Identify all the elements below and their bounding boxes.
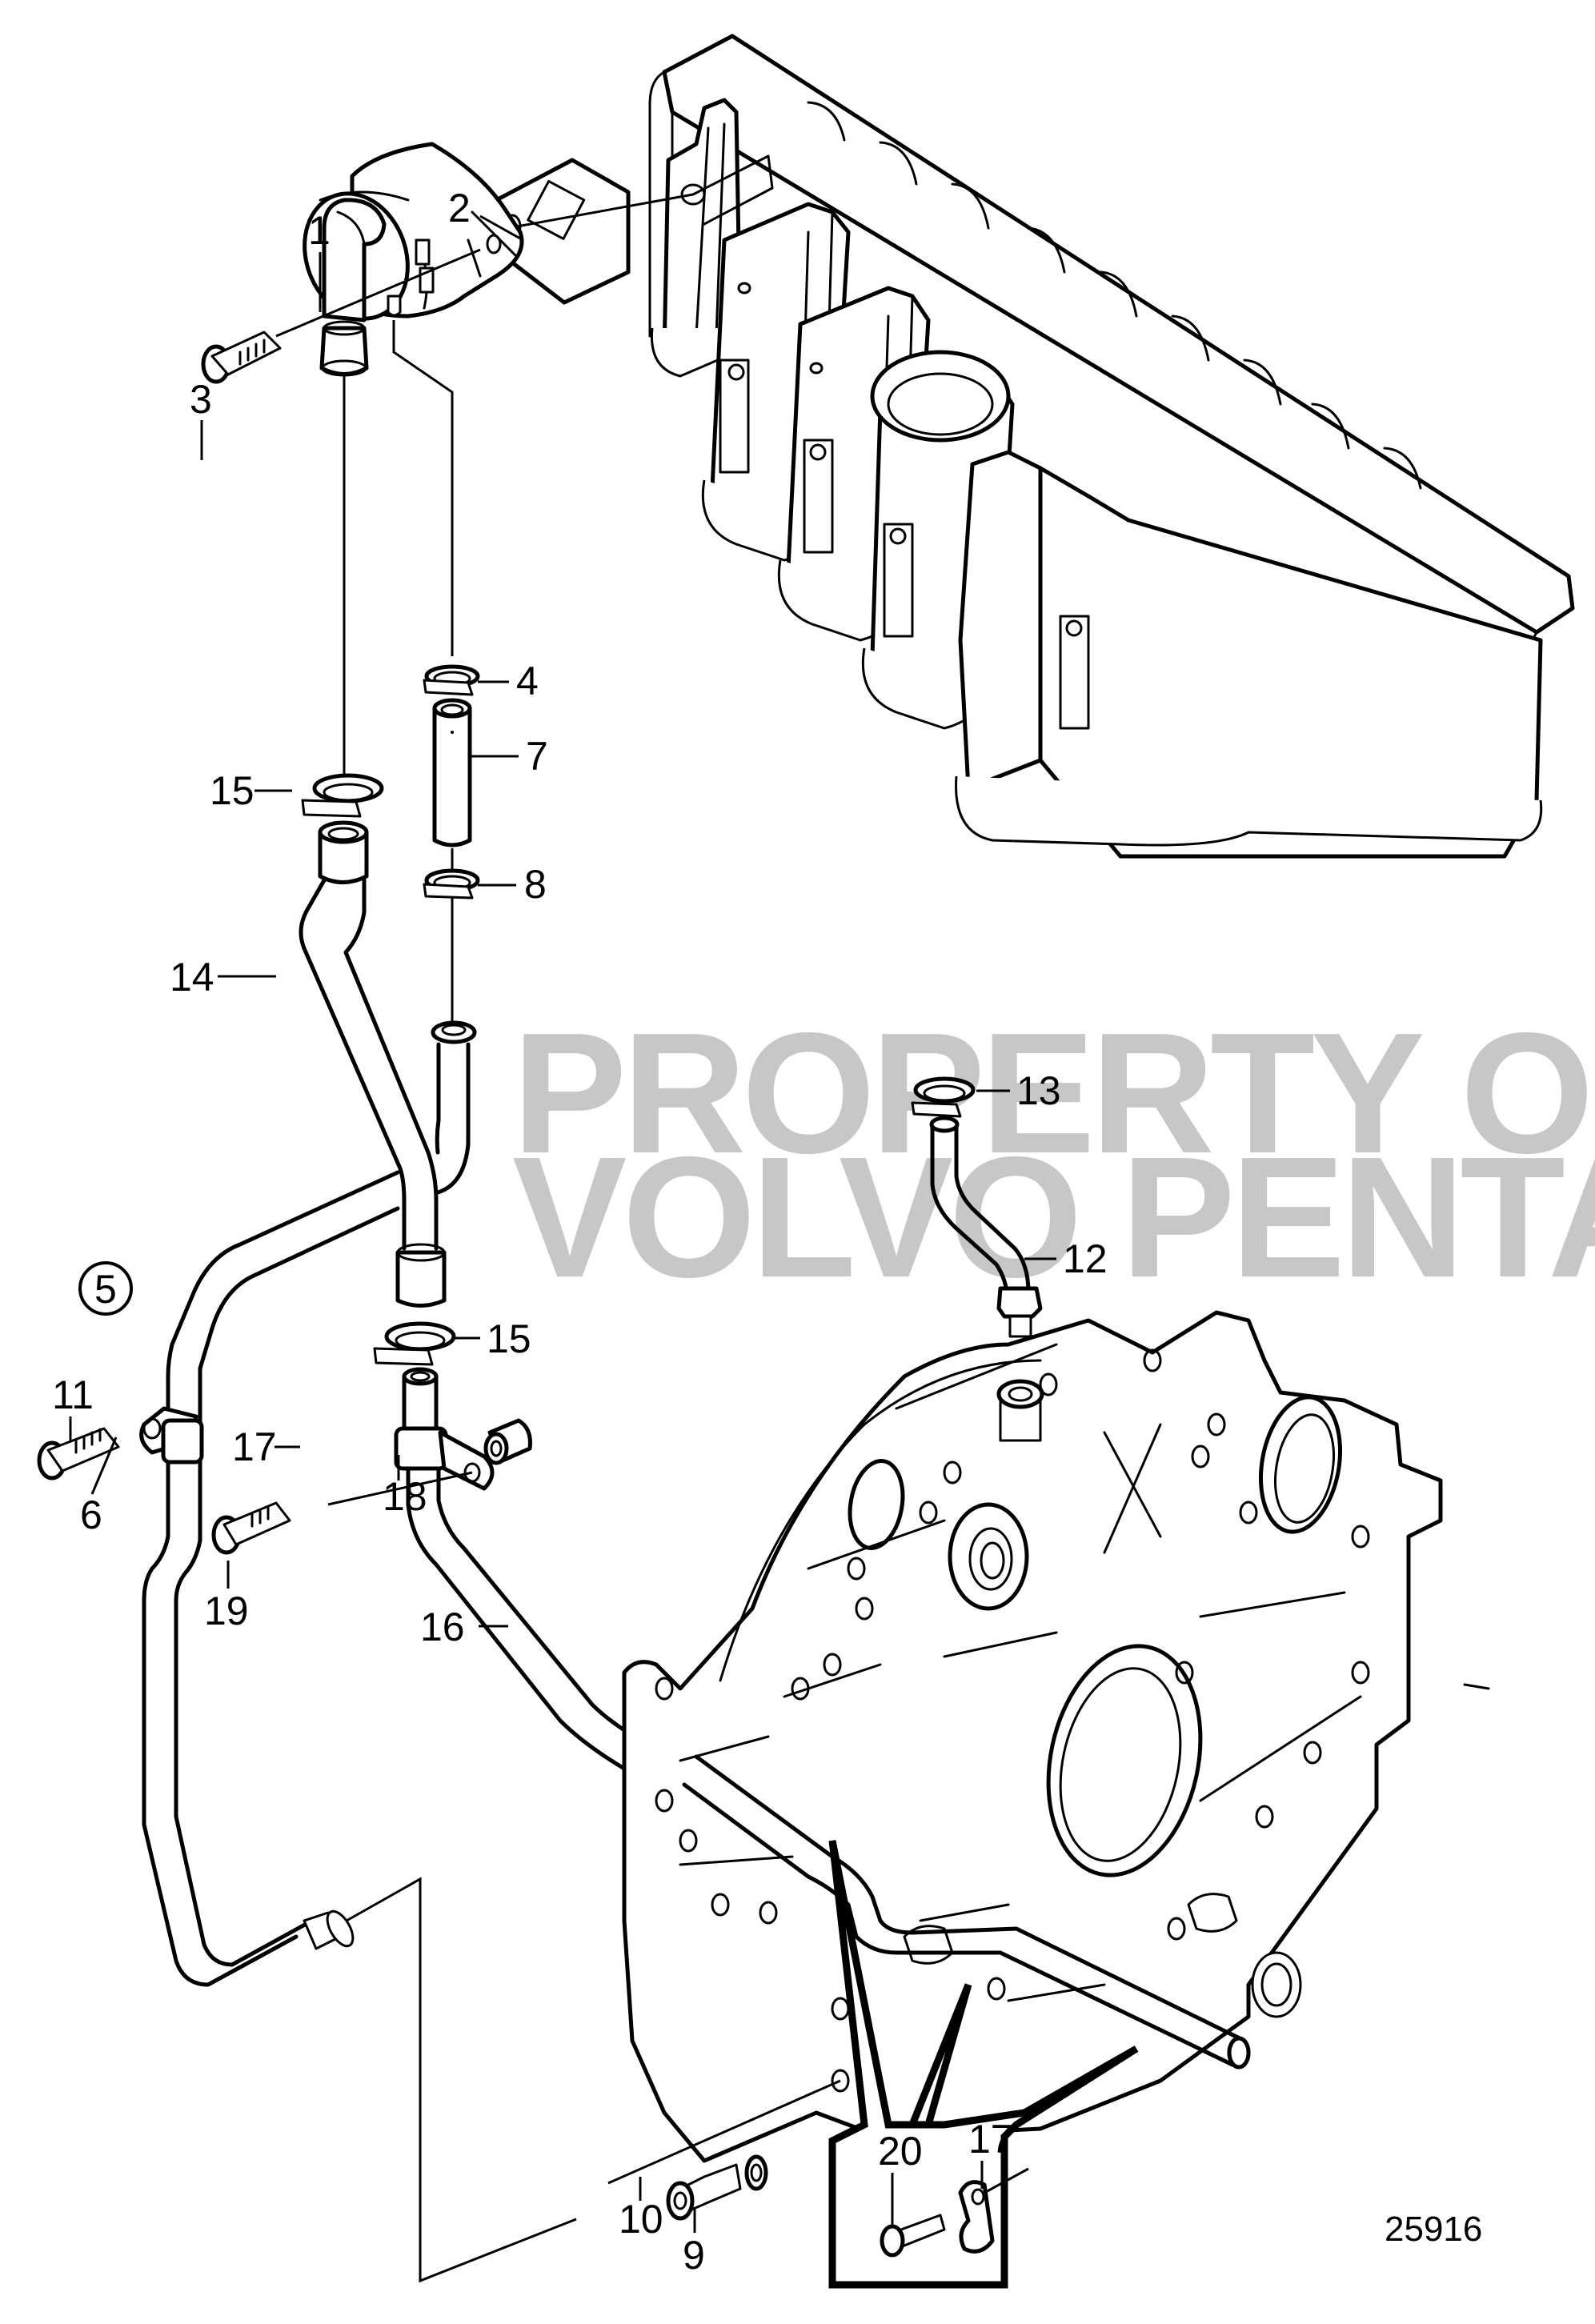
hose-clamp-8 [423, 868, 480, 900]
hose-14 [299, 820, 477, 1308]
group-callout-number: 5 [94, 1267, 117, 1312]
hose-clamp-15-lower [373, 1321, 456, 1366]
callout-9: 9 [683, 2233, 705, 2278]
callout-leaders [69, 214, 1056, 2233]
callout-12: 12 [1063, 1236, 1108, 1281]
callout-16: 16 [420, 1605, 465, 1649]
callout-1: 1 [308, 208, 331, 253]
hose-clamp-15-upper [301, 773, 384, 818]
callout-8: 8 [524, 862, 547, 907]
return-pipe [142, 1170, 577, 2283]
watermark-line1: PROPERTY OF [512, 996, 1595, 1189]
callout-2: 2 [448, 186, 471, 230]
clamp-17 [394, 1426, 495, 1491]
flywheel-housing [622, 1310, 1490, 2163]
callout-17: 17 [232, 1424, 277, 1469]
callout-18: 18 [383, 1474, 427, 1519]
hose-nipple-12 [929, 1116, 1043, 1384]
callout-labels: 1 2 3 4 7 8 15 14 13 12 15 11 6 17 18 19… [52, 186, 1108, 2278]
valve-cover-tower-5 [955, 450, 1543, 859]
watermark: PROPERTY OF VOLVO PENTA [512, 996, 1595, 1313]
flange-screw-3 [201, 248, 481, 384]
valve-cover [479, 34, 1575, 859]
seal-washer-10 [744, 2154, 768, 2191]
callout-13: 13 [1016, 1068, 1061, 1113]
flange-screw-19 [211, 1471, 473, 1555]
callout-19: 19 [204, 1589, 249, 1633]
callout-4: 4 [516, 659, 539, 703]
callout-10: 10 [619, 2197, 663, 2242]
hose-clamp-13 [911, 1076, 976, 1118]
callout-15-lower: 15 [487, 1316, 531, 1361]
flange-screw-11 [37, 1427, 120, 1481]
nipple-9 [607, 2079, 841, 2221]
illustration-reference-number: 25916 [1385, 2210, 1482, 2249]
bolt-holes [655, 1348, 1370, 2093]
callout-6: 6 [80, 1493, 102, 1537]
pipe-16-front [682, 1754, 1251, 2070]
spacer-18 [483, 1418, 532, 1465]
assembly-line [392, 320, 454, 656]
clamp-6 [139, 1406, 204, 1465]
hose-7 [432, 698, 472, 847]
oil-separator [303, 142, 694, 377]
hose-clamp-4 [423, 664, 480, 696]
callout-14: 14 [170, 955, 214, 1000]
group-callout-5: 5 [78, 1261, 133, 1316]
callout-15-upper: 15 [210, 768, 254, 813]
callout-3: 3 [190, 377, 212, 422]
detail-inset [828, 1840, 1139, 2289]
callout-7: 7 [526, 734, 548, 779]
watermark-line2: VOLVO PENTA [512, 1120, 1595, 1313]
callout-17-inset: 17 [968, 2117, 1013, 2162]
callout-11: 11 [52, 1372, 94, 1417]
callout-20: 20 [878, 2129, 923, 2174]
